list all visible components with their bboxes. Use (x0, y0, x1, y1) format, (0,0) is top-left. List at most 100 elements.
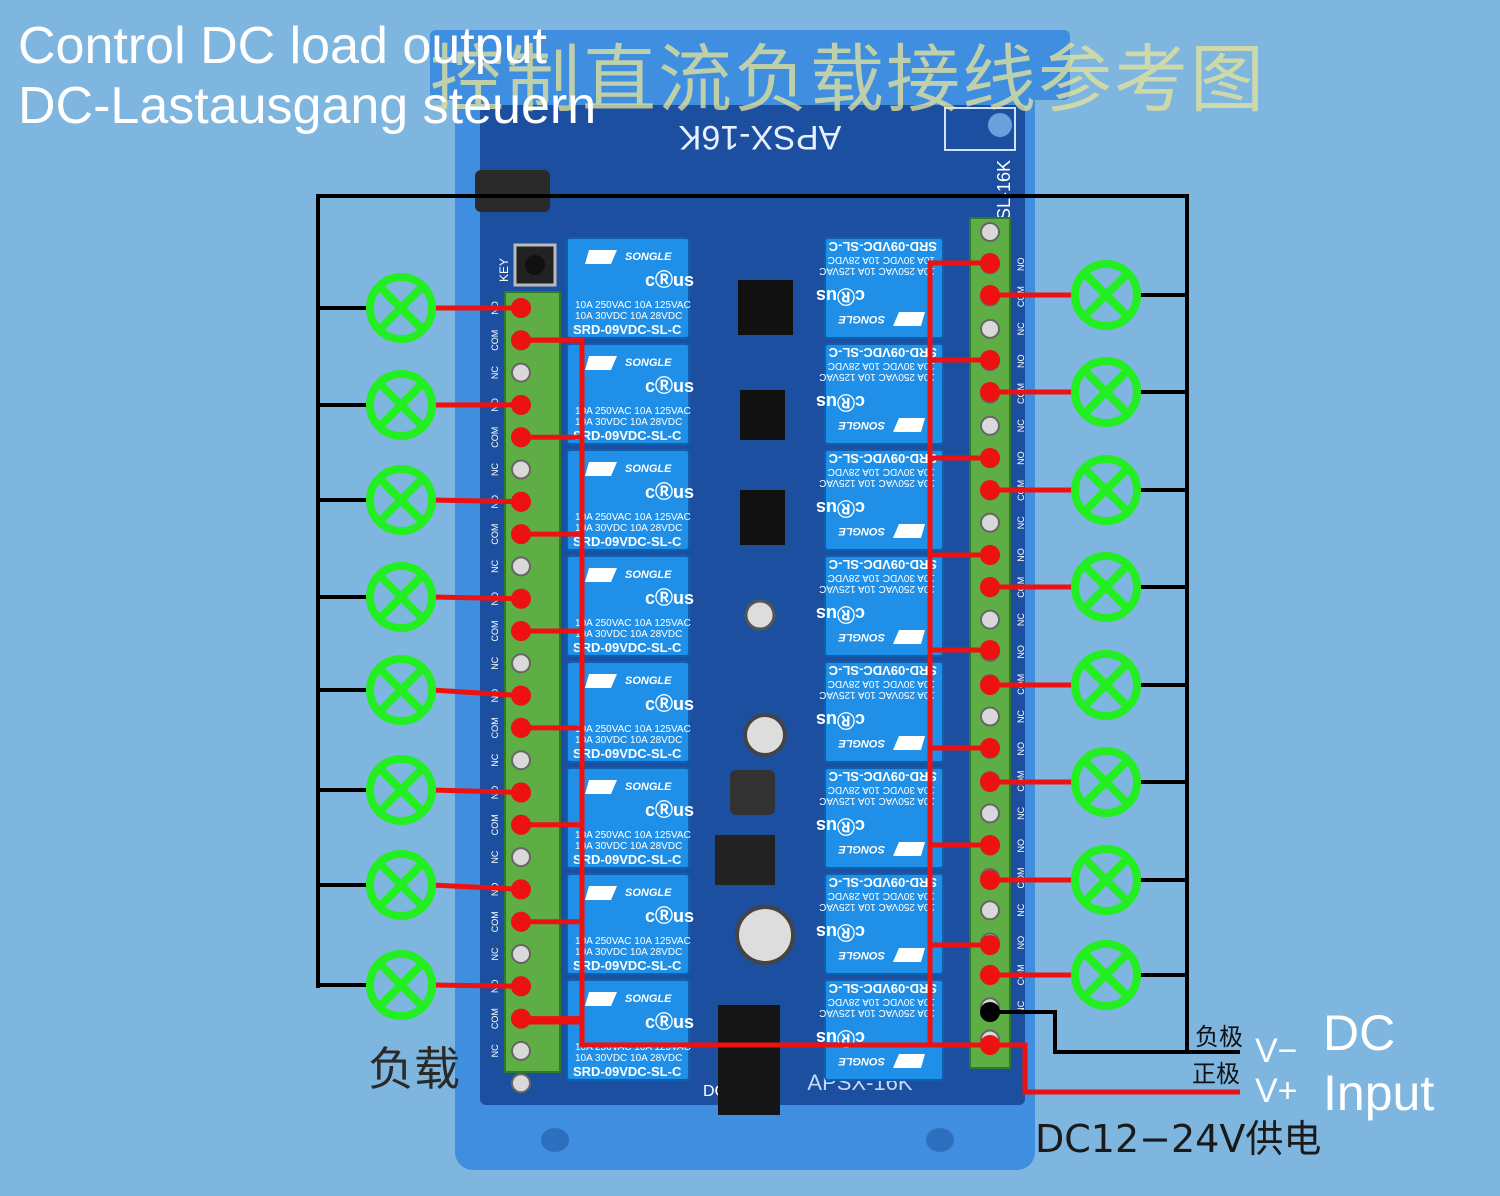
relay-cert: cⓇus (816, 604, 865, 625)
screw-terminal-icon (981, 223, 999, 241)
relay-model: SRD-09VDC-SL-C (828, 875, 937, 890)
lamp-icon (370, 759, 432, 821)
capacitor (737, 907, 793, 963)
negative-label: 负极 (1195, 1023, 1243, 1051)
wire-terminal-dot (511, 686, 531, 706)
mount-hole (926, 1128, 954, 1152)
lamp-icon (1075, 361, 1137, 423)
relay-spec-dc: 10A 30VDC 10A 28VDC (575, 523, 682, 534)
terminal-label: COM (490, 621, 500, 642)
relay-cert: cⓇus (816, 498, 865, 519)
terminal-label: NC (490, 366, 500, 379)
terminal-label: NC (1016, 710, 1026, 723)
relay-cert: cⓇus (645, 1011, 694, 1032)
key-label: KEY (497, 258, 511, 282)
relay-cert: cⓇus (645, 587, 694, 608)
terminal-label: COM (490, 911, 500, 932)
screw-terminal-icon (512, 848, 530, 866)
lamp-icon (370, 374, 432, 436)
screw-terminal-icon (512, 945, 530, 963)
relay-brand: SONGLE (625, 887, 672, 899)
relay-cert: cⓇus (645, 269, 694, 290)
terminal-label: NO (1016, 742, 1026, 756)
lamp-icon (370, 277, 432, 339)
key-button-cap (525, 255, 545, 275)
relay-cert: cⓇus (816, 286, 865, 307)
supply-label: DC12−24V供电 (1035, 1117, 1321, 1161)
relay-brand: SONGLE (838, 1055, 885, 1067)
mount-hole (541, 1128, 569, 1152)
wire-terminal-dot (980, 382, 1000, 402)
relay-cert: cⓇus (816, 710, 865, 731)
relay-brand: SONGLE (625, 569, 672, 581)
v-minus-label: V− (1255, 1032, 1298, 1070)
relay-spec-ac: 10A 250VAC 10A 125VAC (819, 689, 935, 700)
relay-spec-ac: 10A 250VAC 10A 125VAC (575, 300, 691, 311)
relay-brand: SONGLE (625, 993, 672, 1005)
relay-model: SRD-09VDC-SL-C (573, 322, 682, 337)
relay-model: SRD-09VDC-SL-C (573, 640, 682, 655)
board-side-label: SL-16K (994, 160, 1014, 220)
lamp-icon (1075, 264, 1137, 326)
screw-terminal-icon (981, 708, 999, 726)
dc-input-label-2: Input (1323, 1065, 1434, 1121)
relay-spec-dc: 10A 30VDC 10A 28VDC (828, 678, 935, 689)
relay-cert: cⓇus (645, 799, 694, 820)
relay-model: SRD-09VDC-SL-C (573, 534, 682, 549)
relay-model: SRD-09VDC-SL-C (828, 345, 937, 360)
terminal-label: NC (1016, 903, 1026, 916)
terminal-label: NC (490, 753, 500, 766)
capacitor (746, 601, 774, 629)
relay-spec-ac: 10A 250VAC 10A 125VAC (819, 371, 935, 382)
dc-input-label-1: DC (1323, 1005, 1395, 1061)
terminal-label: NO (1016, 548, 1026, 562)
relay-model: SRD-09VDC-SL-C (573, 852, 682, 867)
relay-model: SRD-09VDC-SL-C (573, 428, 682, 443)
v-plus-label: V+ (1255, 1072, 1298, 1110)
screw-terminal-icon (512, 557, 530, 575)
wire-terminal-dot (980, 870, 1000, 890)
lamp-icon (370, 566, 432, 628)
relay-spec-ac: 10A 250VAC 10A 125VAC (575, 724, 691, 735)
wire-terminal-dot (980, 965, 1000, 985)
terminal-label: NC (490, 463, 500, 476)
positive-label: 正极 (1192, 1060, 1240, 1088)
relay-model: SRD-09VDC-SL-C (573, 746, 682, 761)
relay-cert: cⓇus (816, 816, 865, 837)
lamp-icon (1075, 556, 1137, 618)
terminal-label: COM (490, 717, 500, 738)
relay-spec-ac: 10A 250VAC 10A 125VAC (819, 583, 935, 594)
screw-terminal-icon (512, 461, 530, 479)
terminal-label: NC (1016, 613, 1026, 626)
wire-terminal-dot (511, 298, 531, 318)
relay-model: SRD-09VDC-SL-C (828, 981, 937, 996)
lamp-icon (1075, 459, 1137, 521)
relay-cert: cⓇus (816, 922, 865, 943)
terminal-label: NC (1016, 419, 1026, 432)
relay-brand: SONGLE (838, 949, 885, 961)
terminal-label: COM (490, 1008, 500, 1029)
wire-lamp-feed (432, 790, 521, 793)
terminal-label: NO (1016, 936, 1026, 950)
relay-model: SRD-09VDC-SL-C (573, 1064, 682, 1079)
wire-terminal-dot (980, 772, 1000, 792)
terminal-label: NC (490, 947, 500, 960)
terminal-label: NC (1016, 806, 1026, 819)
relay-spec-dc: 10A 30VDC 10A 28VDC (575, 629, 682, 640)
wire-terminal-dot (980, 253, 1000, 273)
lamp-icon (370, 954, 432, 1016)
relay-model: SRD-09VDC-SL-C (828, 769, 937, 784)
relay-cert: cⓇus (645, 693, 694, 714)
relay-spec-dc: 10A 30VDC 10A 28VDC (828, 466, 935, 477)
wire-lamp-feed (432, 985, 521, 986)
board-key-label: KEY (497, 258, 511, 282)
